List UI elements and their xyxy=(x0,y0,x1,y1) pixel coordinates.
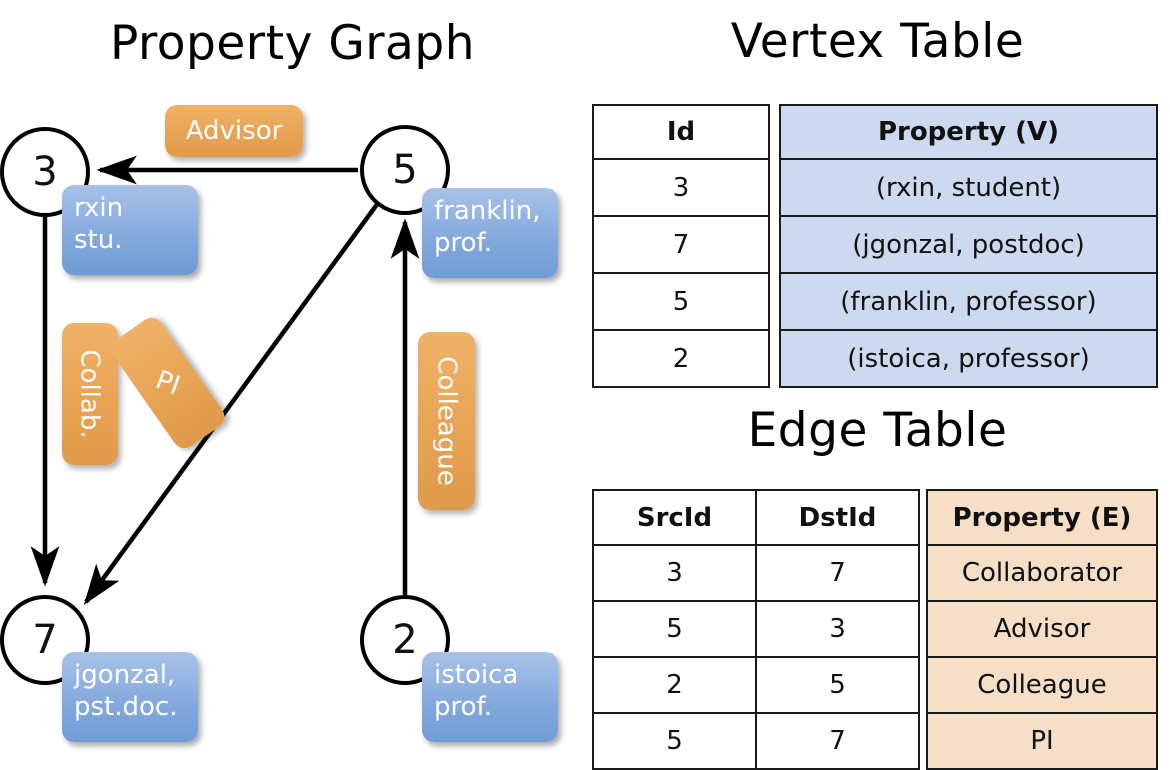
property-graph-panel: 3 5 7 2 rxin stu. franklin, prof. jgonza… xyxy=(0,0,585,760)
vertex-table-property-column: Property (V) (rxin, student) (jgonzal, p… xyxy=(779,104,1158,388)
property-graph-title: Property Graph xyxy=(110,16,475,71)
edge-header-dstid: DstId xyxy=(754,489,921,546)
vertex-cell-property: (franklin, professor) xyxy=(779,272,1158,331)
node-3-label: 3 xyxy=(32,149,58,195)
graph-node-2[interactable]: 2 xyxy=(360,595,450,685)
node-5-prop-line2: prof. xyxy=(434,227,493,258)
edge-label-advisor-text: Advisor xyxy=(185,116,283,146)
edge-label-pi-text: PI xyxy=(151,364,185,402)
table-row[interactable]: (franklin, professor) xyxy=(779,272,1158,331)
edge-5-to-7 xyxy=(83,201,380,605)
node-5-property-box: franklin, prof. xyxy=(422,188,558,278)
table-row[interactable]: (jgonzal, postdoc) xyxy=(779,215,1158,274)
table-row[interactable]: 5 7 xyxy=(592,712,921,770)
vertex-cell-property: (jgonzal, postdoc) xyxy=(779,215,1158,274)
table-row[interactable]: Colleague xyxy=(926,656,1158,714)
node-3-prop-line2: stu. xyxy=(74,224,123,255)
edge-table-title: Edge Table xyxy=(747,403,1008,458)
edge-cell-property: Colleague xyxy=(926,656,1158,714)
edge-cell-dstid: 3 xyxy=(754,600,921,658)
node-2-property-box: istoica prof. xyxy=(422,652,558,742)
edge-cell-property: Advisor xyxy=(926,600,1158,658)
node-7-label: 7 xyxy=(32,617,58,663)
edge-table-property-column: Property (E) Collaborator Advisor Collea… xyxy=(926,489,1158,770)
node-2-label: 2 xyxy=(392,617,418,663)
vertex-table-title: Vertex Table xyxy=(730,14,1025,69)
table-header-row: Id xyxy=(592,104,770,160)
table-header-row: Property (E) xyxy=(926,489,1158,546)
table-header-row: SrcId DstId xyxy=(592,489,921,546)
vertex-cell-property: (rxin, student) xyxy=(779,158,1158,217)
graph-edges-svg xyxy=(30,155,420,605)
vertex-header-id: Id xyxy=(592,104,770,160)
edge-header-srcid: SrcId xyxy=(592,489,757,546)
node-3-property-box: rxin stu. xyxy=(62,185,198,275)
table-row[interactable]: 5 3 xyxy=(592,600,921,658)
edge-cell-dstid: 5 xyxy=(754,656,921,714)
node-2-prop-line1: istoica xyxy=(434,660,519,690)
edge-cell-srcid: 2 xyxy=(592,656,757,714)
node-5-prop-line1: franklin, xyxy=(434,196,541,226)
edge-table-id-columns: SrcId DstId 3 7 5 3 2 5 5 7 xyxy=(592,489,921,770)
edge-cell-dstid: 7 xyxy=(754,544,921,602)
vertex-cell-id: 7 xyxy=(592,215,770,274)
table-row[interactable]: 3 xyxy=(592,158,770,217)
table-row[interactable]: 7 xyxy=(592,215,770,274)
edge-label-advisor: Advisor xyxy=(165,105,303,157)
table-row[interactable]: 5 xyxy=(592,272,770,331)
vertex-table-id-column: Id 3 7 5 2 xyxy=(592,104,770,388)
node-7-prop-line1: jgonzal, xyxy=(74,660,176,690)
node-2-prop-line2: prof. xyxy=(434,691,493,722)
vertex-cell-id: 5 xyxy=(592,272,770,331)
table-header-row: Property (V) xyxy=(779,104,1158,160)
node-3-prop-line1: rxin xyxy=(74,193,124,223)
edge-cell-srcid: 5 xyxy=(592,712,757,770)
node-7-property-box: jgonzal, pst.doc. xyxy=(62,652,198,742)
edge-header-property: Property (E) xyxy=(926,489,1158,546)
edge-cell-dstid: 7 xyxy=(754,712,921,770)
edge-cell-srcid: 5 xyxy=(592,600,757,658)
table-row[interactable]: Collaborator xyxy=(926,544,1158,602)
vertex-cell-id: 3 xyxy=(592,158,770,217)
table-row[interactable]: 2 5 xyxy=(592,656,921,714)
table-row[interactable]: PI xyxy=(926,712,1158,770)
table-row[interactable]: Advisor xyxy=(926,600,1158,658)
table-row[interactable]: 2 xyxy=(592,329,770,388)
node-5-label: 5 xyxy=(392,147,418,193)
edge-label-colleague-text: Colleague xyxy=(431,356,462,486)
vertex-cell-property: (istoica, professor) xyxy=(779,329,1158,388)
graph-node-5[interactable]: 5 xyxy=(360,125,450,215)
edge-cell-property: PI xyxy=(926,712,1158,770)
table-row[interactable]: (rxin, student) xyxy=(779,158,1158,217)
edge-label-collaborator-text: Collab. xyxy=(75,349,105,439)
node-7-prop-line2: pst.doc. xyxy=(74,691,178,722)
vertex-cell-id: 2 xyxy=(592,329,770,388)
table-row[interactable]: 3 7 xyxy=(592,544,921,602)
vertex-header-property: Property (V) xyxy=(779,104,1158,160)
edge-cell-srcid: 3 xyxy=(592,544,757,602)
edge-label-colleague: Colleague xyxy=(418,332,475,510)
edge-label-collaborator: Collab. xyxy=(62,323,118,465)
edge-cell-property: Collaborator xyxy=(926,544,1158,602)
table-row[interactable]: (istoica, professor) xyxy=(779,329,1158,388)
